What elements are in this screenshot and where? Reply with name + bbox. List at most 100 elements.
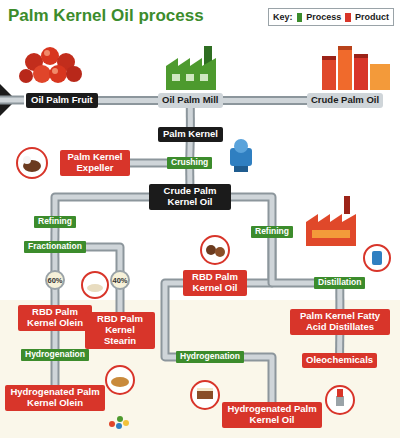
product-icon bbox=[82, 272, 108, 298]
expeller-icon bbox=[17, 148, 47, 178]
process-box: Refining bbox=[251, 226, 293, 238]
pipe-outline bbox=[231, 197, 272, 226]
pipe-outline bbox=[223, 96, 308, 105]
percent-badge: 40% bbox=[110, 270, 130, 290]
pipe-outline bbox=[98, 96, 158, 105]
box-text: RBD Palm Kernel Olein bbox=[22, 307, 88, 329]
legend-text: Process bbox=[306, 12, 341, 22]
product-icon bbox=[191, 381, 219, 409]
pipe-connector bbox=[98, 100, 158, 101]
product-box: Palm Kernel Expeller bbox=[60, 150, 130, 176]
product-box: Hydrogenated Palm Kernel Olein bbox=[5, 385, 105, 411]
pipe-outline bbox=[272, 238, 314, 283]
stage-box: Crude Palm Kernel Oil bbox=[149, 184, 231, 210]
box-text: Hydrogenation bbox=[180, 352, 240, 362]
pipe-core bbox=[223, 98, 308, 103]
pipe-outline bbox=[50, 228, 59, 241]
pipe-connector bbox=[189, 142, 190, 157]
product-icon bbox=[326, 386, 354, 414]
crusher-machine bbox=[230, 139, 252, 172]
pipe-outline bbox=[51, 361, 60, 385]
legend-heading: Key: bbox=[273, 12, 293, 22]
pipe-outline bbox=[185, 142, 194, 157]
product-box: Palm Kernel Fatty Acid Distillates bbox=[290, 309, 390, 335]
box-text: Hydrogenated Palm Kernel Oil bbox=[226, 404, 318, 426]
box-text: Oil Palm Mill bbox=[162, 95, 219, 106]
process-box: Distillation bbox=[314, 277, 365, 289]
box-text: Hydrogenation bbox=[25, 350, 85, 360]
product-box: RBD Palm Kernel Olein bbox=[18, 305, 92, 331]
stage-box: Palm Kernel bbox=[158, 127, 223, 142]
pipe-outline bbox=[185, 169, 194, 184]
pipe-connector bbox=[189, 169, 190, 184]
box-text: Crude Palm Kernel Oil bbox=[154, 186, 226, 208]
process-box: Fractionation bbox=[24, 241, 86, 253]
pipe-outline bbox=[165, 283, 183, 357]
pipe-core bbox=[244, 357, 272, 402]
box-text: RBD Palm Kernel Oil bbox=[187, 272, 243, 294]
pipe-outline bbox=[186, 108, 195, 127]
palm-fruit bbox=[19, 47, 82, 83]
pipe-core bbox=[187, 169, 192, 184]
legend-text: Product bbox=[355, 12, 389, 22]
pipe-core bbox=[188, 108, 193, 127]
legend-box: Key: Process Product bbox=[268, 8, 394, 26]
process-box: Hydrogenation bbox=[176, 351, 244, 363]
legend-swatch bbox=[297, 13, 303, 22]
product-icon bbox=[106, 366, 134, 394]
box-text: Oleochemicals bbox=[306, 355, 373, 366]
pipe-core bbox=[337, 289, 342, 309]
box-text: Palm Kernel Expeller bbox=[64, 152, 126, 174]
pipe-core bbox=[53, 331, 58, 349]
mill-factory bbox=[166, 46, 216, 90]
pipe-connector bbox=[130, 162, 167, 163]
pipe-outline bbox=[335, 289, 344, 309]
stage-box: Oil Palm Fruit bbox=[26, 93, 98, 108]
pipe-connector bbox=[165, 283, 183, 357]
pipe-connector bbox=[190, 108, 191, 127]
product-box: Hydrogenated Palm Kernel Oil bbox=[222, 402, 322, 428]
pipe-connector bbox=[339, 289, 340, 309]
pipe-stub bbox=[0, 100, 24, 101]
pipe-connector bbox=[231, 197, 272, 226]
product-icon bbox=[201, 236, 229, 264]
box-text: Refining bbox=[255, 227, 289, 237]
pipe-outline bbox=[55, 197, 149, 216]
pipe-outline bbox=[244, 357, 272, 402]
refining-factory bbox=[306, 196, 356, 246]
box-text: Palm Kernel Fatty Acid Distillates bbox=[294, 311, 386, 333]
pipe-core bbox=[187, 142, 192, 157]
pipe-core bbox=[337, 335, 342, 353]
pipe-connector bbox=[54, 228, 55, 241]
title: Palm Kernel Oil process bbox=[8, 6, 204, 26]
pipe-outline bbox=[51, 331, 60, 349]
box-text: RBD Palm Kernel Stearin bbox=[89, 314, 151, 347]
percent-badge: 60% bbox=[45, 270, 65, 290]
box-text: Hydrogenated Palm Kernel Olein bbox=[9, 387, 101, 409]
background-tint bbox=[0, 300, 400, 438]
box-text: Distillation bbox=[318, 278, 361, 288]
pipe-label: Oil Palm Mill bbox=[158, 93, 223, 108]
pipe-core bbox=[53, 361, 58, 385]
candy-icon bbox=[109, 416, 129, 429]
pipe-core bbox=[165, 283, 183, 357]
refinery bbox=[322, 46, 390, 90]
pipe-core bbox=[52, 228, 57, 241]
box-text: Palm Kernel bbox=[163, 129, 218, 140]
pipe-core bbox=[130, 160, 167, 165]
box-text: Oil Palm Fruit bbox=[31, 95, 93, 106]
pipe-connector bbox=[55, 361, 56, 385]
pipe-core bbox=[98, 98, 158, 103]
pipe-connector bbox=[244, 357, 272, 402]
legend-swatch bbox=[345, 13, 351, 22]
product-box: Oleochemicals bbox=[302, 353, 377, 368]
pipe-connector bbox=[339, 335, 340, 353]
pipe-core bbox=[55, 197, 149, 216]
pipe-core bbox=[272, 238, 314, 283]
pipe-core bbox=[231, 197, 272, 226]
pipe-outline bbox=[335, 335, 344, 353]
box-text: Crude Palm Oil bbox=[311, 95, 379, 106]
pipe-connector bbox=[223, 100, 308, 101]
box-text: Refining bbox=[38, 217, 72, 227]
